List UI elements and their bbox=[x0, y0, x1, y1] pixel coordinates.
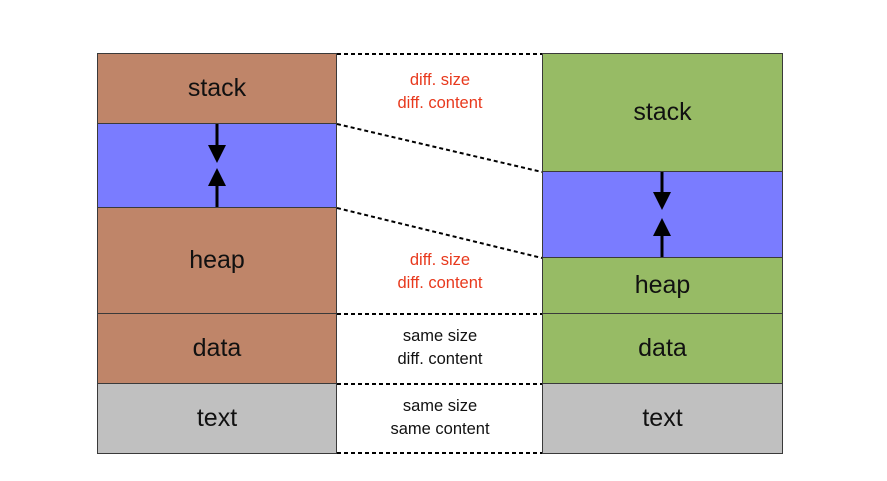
process-a-heap-segment: heap bbox=[97, 207, 337, 314]
process-b-heap-segment: heap bbox=[542, 257, 783, 314]
process-a-text-segment: text bbox=[97, 383, 337, 454]
text-note-line2: same content bbox=[390, 420, 490, 438]
heap-note-line2: diff. content bbox=[397, 274, 483, 292]
stack-comparison-note: diff. size diff. content bbox=[340, 69, 540, 115]
stack-note-line1: diff. size bbox=[409, 71, 471, 89]
data-comparison-note: same size diff. content bbox=[340, 325, 540, 371]
data-note-line2: diff. content bbox=[397, 350, 483, 368]
process-b-text-label: text bbox=[642, 404, 683, 432]
process-a-stack-segment: stack bbox=[97, 53, 337, 124]
process-a-text-label: text bbox=[196, 404, 238, 432]
stack-note-line2: diff. content bbox=[397, 94, 483, 112]
connector-stack-boundary bbox=[336, 123, 543, 173]
process-b-stack-segment: stack bbox=[542, 53, 783, 172]
connector-heap-boundary bbox=[336, 207, 543, 259]
process-b-heap-label: heap bbox=[634, 271, 691, 299]
heap-comparison-note: diff. size diff. content bbox=[340, 249, 540, 295]
process-a-heap-label: heap bbox=[189, 246, 245, 274]
text-note-line1: same size bbox=[402, 397, 478, 415]
heap-note-line1: diff. size bbox=[409, 251, 471, 269]
process-b-data-label: data bbox=[638, 334, 687, 362]
text-comparison-note: same size same content bbox=[340, 395, 540, 441]
process-b-text-segment: text bbox=[542, 383, 783, 454]
process-a-stack-label: stack bbox=[187, 74, 247, 102]
process-b-stack-label: stack bbox=[633, 98, 692, 126]
process-b-data-segment: data bbox=[542, 313, 783, 384]
process-a-data-label: data bbox=[192, 334, 242, 362]
data-note-line1: same size bbox=[402, 327, 478, 345]
